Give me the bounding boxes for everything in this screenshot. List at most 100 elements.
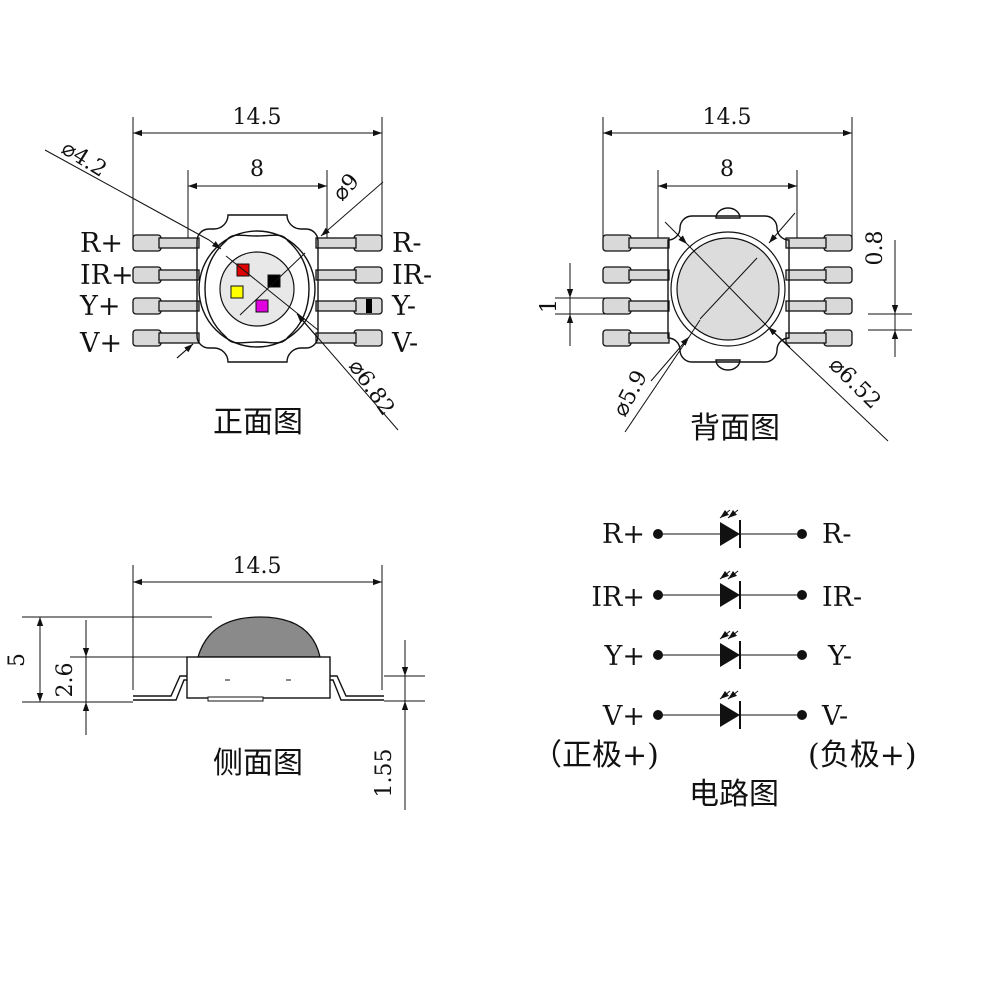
pin-neck: [785, 300, 827, 312]
yellow-chip: [230, 285, 244, 299]
front-pin-label-left: IR+: [80, 260, 134, 291]
pin-neck: [785, 332, 827, 344]
pin-pad: [132, 234, 162, 252]
front-pin-label-right: IR-: [392, 260, 432, 291]
side-body-height-label: 2.6: [53, 663, 78, 698]
circuit-cathode-label: R-: [822, 519, 851, 550]
front-view: 14.5 8: [44, 105, 432, 440]
back-right-pins: [785, 234, 853, 347]
pin-neck: [628, 269, 670, 281]
back-bottom-notch: [715, 359, 741, 371]
pin-neck: [158, 237, 200, 249]
front-d-lens-label: ⌀6.82: [343, 355, 399, 420]
side-body: [186, 656, 331, 699]
circuit-row: V+ V-: [602, 690, 848, 732]
pin-pad: [823, 266, 853, 284]
side-right-lead: [330, 675, 384, 701]
side-width-label: 14.5: [233, 554, 282, 579]
pin-pad: [602, 266, 632, 284]
magenta-chip: [255, 299, 269, 313]
cathode-terminal: [797, 710, 807, 720]
pin-pad: [132, 266, 162, 284]
front-outer-ring: [198, 230, 316, 348]
led-symbol: [720, 643, 740, 667]
pin-neck: [785, 269, 827, 281]
pin-pad: [353, 234, 383, 252]
polarity-mark: [366, 299, 372, 313]
front-pitch-label: 8: [250, 157, 264, 182]
front-right-pins: [315, 234, 383, 347]
cathode-terminal: [797, 590, 807, 600]
side-dome-lens: [197, 616, 321, 658]
pin-neck: [628, 237, 670, 249]
pin-neck: [628, 332, 670, 344]
front-lens-outline: [204, 234, 310, 344]
d59-leader-line: [624, 336, 690, 433]
front-view-caption: 正面图: [213, 405, 303, 440]
circuit-anode-label: R+: [602, 519, 645, 550]
front-pin-label-right: R-: [392, 228, 421, 259]
pin-pad: [823, 297, 853, 315]
pin-neck: [785, 237, 827, 249]
front-pin-label-right: Y-: [391, 291, 416, 322]
back-pitch-label: 8: [720, 157, 734, 182]
back-pin-gap-label: 0.8: [863, 231, 888, 266]
circuit-diagram: R+ R- IR+ IR- Y+: [532, 509, 917, 812]
anode-note: （正极+): [532, 738, 659, 773]
pin-neck: [315, 269, 357, 281]
d42-leader-line: [44, 149, 210, 241]
front-pin-label-right: V-: [391, 328, 418, 359]
pin-pad: [353, 266, 383, 284]
side-left-lead: [133, 675, 187, 701]
pin-neck: [158, 332, 200, 344]
circuit-cathode-label: Y-: [827, 641, 852, 672]
black-chip: [267, 274, 281, 288]
d9-leader-line: [320, 181, 384, 237]
pin-pad: [602, 297, 632, 315]
cathode-note: (负极+): [808, 738, 917, 773]
pin-pad: [353, 329, 383, 347]
circuit-anode-label: IR+: [591, 582, 645, 613]
back-pin-width-label: 1: [537, 299, 562, 313]
led-symbol: [720, 522, 740, 546]
front-left-pins: [132, 234, 200, 347]
front-d-inner-label: ⌀4.2: [57, 136, 111, 183]
pin-pad: [132, 329, 162, 347]
front-pin-label-left: R+: [80, 228, 123, 259]
back-left-pins: [602, 234, 670, 347]
back-view: 14.5 8: [537, 105, 912, 446]
circuit-row: Y+ Y-: [604, 630, 852, 672]
pin-pad: [132, 297, 162, 315]
front-pin-label-left: V+: [79, 328, 122, 359]
side-view-caption: 侧面图: [213, 746, 303, 781]
pin-neck: [628, 300, 670, 312]
back-d-ring-label: ⌀6.52: [824, 353, 886, 415]
side-view: 14.5 5 2.6 1.55 侧面图: [5, 554, 425, 810]
pin-pad: [602, 234, 632, 252]
front-pin-label-left: Y+: [79, 291, 120, 322]
pin-neck: [315, 237, 357, 249]
cathode-terminal: [797, 529, 807, 539]
cathode-terminal: [797, 650, 807, 660]
side-lead-height-label: 1.55: [372, 749, 397, 798]
pin-neck: [315, 300, 357, 312]
side-bottom-pad: [207, 696, 264, 702]
circuit-anode-label: Y+: [604, 641, 645, 672]
front-d-outer-label: ⌀9: [328, 169, 365, 206]
back-view-caption: 背面图: [690, 411, 780, 446]
circuit-cathode-label: IR-: [822, 582, 862, 613]
pin-pad: [823, 234, 853, 252]
led-symbol: [720, 703, 740, 727]
front-width-label: 14.5: [233, 105, 282, 130]
circuit-row: R+ R-: [602, 509, 851, 550]
back-top-notch: [715, 207, 741, 219]
pin-neck: [158, 300, 200, 312]
d652-leader-line: [769, 328, 889, 442]
circuit-row: IR+ IR-: [591, 570, 862, 613]
circuit-cathode-label: V-: [821, 701, 848, 732]
pin-neck: [315, 332, 357, 344]
circuit-anode-label: V+: [602, 701, 645, 732]
pin-pad: [602, 329, 632, 347]
circuit-caption: 电路图: [689, 777, 779, 812]
